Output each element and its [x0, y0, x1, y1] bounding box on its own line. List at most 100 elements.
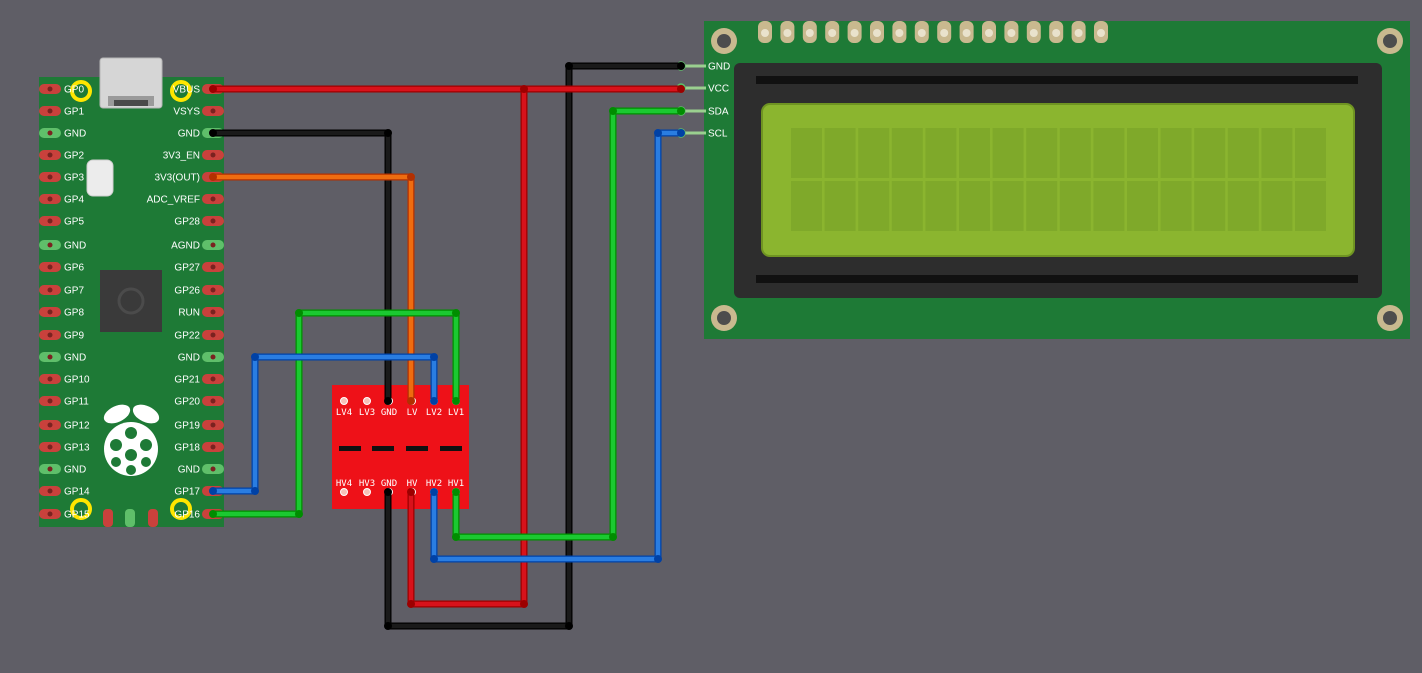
wire-joint [654, 555, 662, 563]
wire-joint [430, 353, 438, 361]
pico-pin-label: GND [64, 353, 86, 364]
pico-pin-label: GP11 [64, 397, 89, 408]
rp2040-chip [100, 270, 162, 332]
pico-pin-label: 3V3_EN [163, 151, 200, 162]
wire-joint [430, 488, 438, 496]
pico-pin-left-gp8-10[interactable]: GP8 [39, 307, 84, 319]
wire-joint [609, 533, 617, 541]
pico-pin-left-gp10-13[interactable]: GP10 [39, 374, 90, 386]
pico-pin-right-run-10[interactable]: RUN [178, 307, 224, 319]
wire-blue-hv2-scl[interactable] [430, 129, 685, 563]
wire-joint [520, 85, 528, 93]
pico-pin-label: GND [178, 465, 200, 476]
lcd-char-cell [1160, 128, 1192, 178]
pico-pin-left-gnd-7[interactable]: GND [39, 240, 86, 252]
pico-pin-right-gp22-11[interactable]: GP22 [174, 330, 224, 342]
ls-pin-label: HV [407, 479, 418, 489]
wire-joint [565, 622, 573, 630]
wire-red-vbus-lcd[interactable] [209, 85, 685, 93]
pico-pin-label: GP17 [174, 487, 200, 498]
pico-pin-right-agnd-7[interactable]: AGND [171, 240, 224, 252]
pico-pin-right-gnd-12[interactable]: GND [178, 352, 224, 364]
pico-pin-left-gp4-5[interactable]: GP4 [39, 194, 84, 206]
pico-pin-left-gp15-19[interactable]: GP15 [39, 509, 90, 521]
lcd-char-cell [791, 128, 822, 178]
pico-pin-right-adc-vref-5[interactable]: ADC_VREF [147, 194, 224, 206]
lcd-char-cell [1295, 181, 1326, 231]
pico-pin-left-gp1-1[interactable]: GP1 [39, 106, 84, 118]
pico-pin-right-gp21-13[interactable]: GP21 [174, 374, 224, 386]
pico-pin-right-gp27-8[interactable]: GP27 [174, 262, 224, 274]
pico-pin-left-gp13-16[interactable]: GP13 [39, 442, 90, 454]
pico-pin-left-gnd-2[interactable]: GND [39, 128, 86, 140]
usb-connector [99, 57, 163, 109]
wire-blue-gp17-lv2[interactable] [209, 353, 438, 495]
pico-board[interactable]: GP0GP1GNDGP2GP3GP4GP5GNDGP6GP7GP8GP9GNDG… [39, 57, 224, 527]
wire-orange-3v3-lv[interactable] [209, 173, 415, 405]
pico-pin-left-gp9-11[interactable]: GP9 [39, 330, 84, 342]
pico-pin-left-gnd-12[interactable]: GND [39, 352, 86, 364]
ls-pin-label: GND [381, 479, 397, 489]
pico-pin-left-gnd-17[interactable]: GND [39, 464, 86, 476]
pico-pin-left-gp11-14[interactable]: GP11 [39, 396, 89, 408]
wire-joint [677, 129, 685, 137]
wire-joint [430, 555, 438, 563]
wire-joint [609, 107, 617, 115]
pico-pin-left-gp12-15[interactable]: GP12 [39, 420, 90, 432]
ls-pin-label: LV3 [359, 408, 375, 418]
lcd-char-cell [1127, 181, 1158, 231]
pico-pin-left-gp3-4[interactable]: GP3 [39, 172, 84, 184]
pico-pin-label: GP21 [174, 375, 200, 386]
lcd-header-pin [802, 21, 817, 43]
pico-pin-left-gp5-6[interactable]: GP5 [39, 216, 84, 228]
lcd-char-cell [1194, 181, 1226, 231]
pico-pin-right-gp28-6[interactable]: GP28 [174, 216, 224, 228]
lcd-char-cell [1059, 181, 1091, 231]
wire-green-hv1-sda[interactable] [452, 107, 685, 541]
lcd-char-cell [1194, 128, 1226, 178]
ls-pin-bottom-hv3-1[interactable]: HV3 [359, 479, 375, 496]
pico-pin-right-gp26-9[interactable]: GP26 [174, 285, 224, 297]
raspberry-pi-logo-detail [110, 427, 152, 475]
pico-pin-label: GP18 [174, 443, 200, 454]
lcd-char-cell [1093, 128, 1125, 178]
pico-pin-left-gp0-0[interactable]: GP0 [39, 84, 84, 96]
lcd-header-pin [914, 21, 929, 43]
pico-pin-label: VBUS [173, 85, 201, 96]
ls-pin-bottom-hv4-0[interactable]: HV4 [336, 479, 352, 496]
pico-pin-label: GP20 [174, 397, 200, 408]
lcd-char-cell [925, 128, 957, 178]
wire-red-hv[interactable] [407, 85, 528, 608]
ls-pin-label: LV2 [426, 408, 442, 418]
wire-joint [407, 173, 415, 181]
wire-joint [452, 309, 460, 317]
ls-pin-top-lv3-1[interactable]: LV3 [359, 397, 375, 419]
pico-pin-label: ADC_VREF [147, 195, 200, 206]
pico-pin-left-gp6-8[interactable]: GP6 [39, 262, 84, 274]
wire-joint [430, 397, 438, 405]
wire-joint [654, 129, 662, 137]
pico-pin-right-gnd-17[interactable]: GND [178, 464, 224, 476]
lcd-char-cell [959, 128, 990, 178]
pico-pin-left-gp2-3[interactable]: GP2 [39, 150, 84, 162]
pico-pin-right-vsys-1[interactable]: VSYS [173, 106, 224, 118]
lcd-pin-label: SDA [708, 107, 729, 118]
pico-pin-right-gp19-15[interactable]: GP19 [174, 420, 224, 432]
pico-pin-right-3v3-en-3[interactable]: 3V3_EN [163, 150, 224, 162]
wire-joint [251, 353, 259, 361]
lcd-char-cell [1227, 181, 1259, 231]
pico-pin-label: GND [178, 353, 200, 364]
wire-green-gp16-lv1[interactable] [209, 309, 460, 518]
pico-pin-left-gp14-18[interactable]: GP14 [39, 486, 90, 498]
pico-pin-right-gp18-16[interactable]: GP18 [174, 442, 224, 454]
ls-pin-top-lv4-0[interactable]: LV4 [336, 397, 352, 419]
bootsel-button[interactable] [86, 159, 114, 197]
lcd-pin-gnd[interactable]: GND [676, 61, 730, 73]
pico-pin-left-gp7-9[interactable]: GP7 [39, 285, 84, 297]
wire-joint [209, 129, 217, 137]
wire-black-gnd-lcd[interactable] [384, 62, 685, 630]
pico-pin-right-gp20-14[interactable]: GP20 [174, 396, 224, 408]
